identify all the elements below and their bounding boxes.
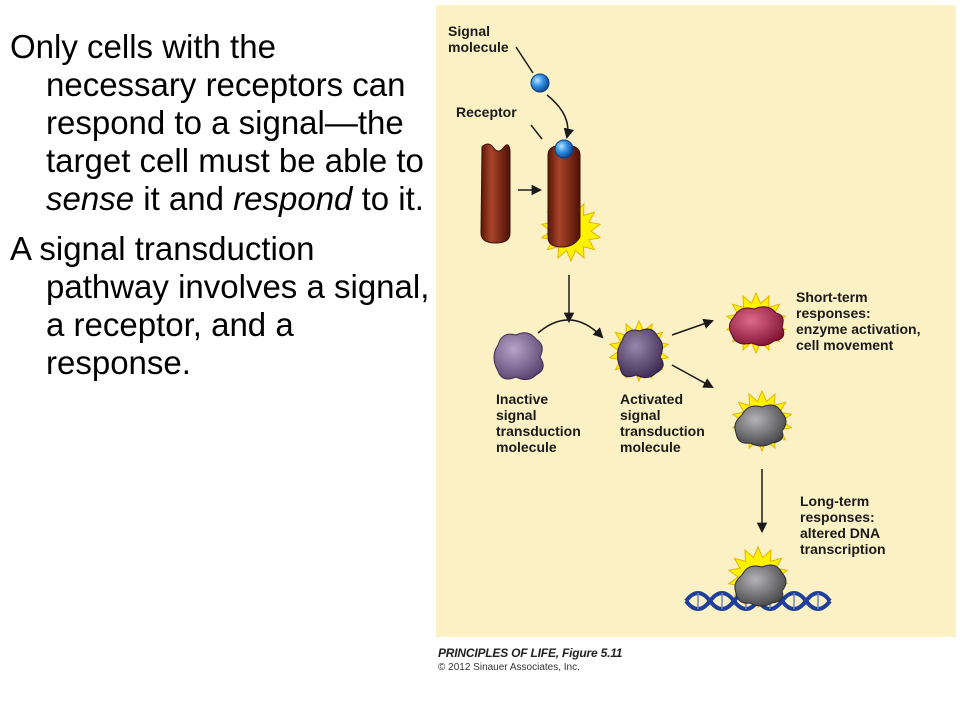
- inactive-molecule: [493, 332, 544, 381]
- label-long-term: Long-term responses: altered DNA transcr…: [800, 493, 886, 557]
- label-inactive: Inactive signal transduction molecule: [496, 391, 581, 455]
- gray-molecule: [734, 404, 787, 447]
- long-term-arrow: [671, 364, 714, 389]
- enzyme-molecule: [728, 306, 785, 347]
- label-activated: Activated signal transduction molecule: [620, 391, 705, 455]
- text-run: Only cells with the necessary receptors …: [10, 28, 424, 179]
- short-term-arrow: [671, 318, 714, 336]
- text-run: to it.: [352, 180, 424, 217]
- caption-copyright: © 2012 Sinauer Associates, Inc.: [438, 662, 580, 673]
- activated-molecule: [616, 328, 664, 379]
- figure-caption: PRINCIPLES OF LIFE, Figure 5.11 © 2012 S…: [438, 646, 622, 673]
- receptor-unbound: [480, 143, 511, 244]
- label-receptor: Receptor: [456, 104, 517, 120]
- transcription-factor: [734, 564, 787, 607]
- slide-text: Only cells with the necessary receptors …: [10, 28, 430, 394]
- signal-pathway-diagram: [480, 46, 832, 611]
- emphasis-sense: sense: [46, 180, 135, 217]
- figure-panel: Signal molecule Receptor Short-term resp…: [436, 5, 956, 637]
- receptor-pointer-line: [530, 124, 543, 140]
- text-run: it and: [134, 180, 234, 217]
- bound-signal-molecule: [554, 139, 574, 159]
- label-short-term: Short-term responses: enzyme activation,…: [796, 289, 921, 353]
- paragraph-receptors: Only cells with the necessary receptors …: [10, 28, 430, 218]
- receptor-bound: [547, 144, 581, 248]
- signal-pointer-line: [515, 46, 534, 74]
- label-signal-molecule: Signal molecule: [448, 23, 509, 55]
- activation-arrow: [537, 319, 604, 339]
- caption-title: PRINCIPLES OF LIFE, Figure 5.11: [438, 646, 623, 660]
- signal-molecule: [530, 73, 550, 93]
- paragraph-pathway: A signal transduction pathway involves a…: [10, 230, 430, 381]
- binding-arrow: [546, 94, 574, 140]
- emphasis-respond: respond: [233, 180, 353, 217]
